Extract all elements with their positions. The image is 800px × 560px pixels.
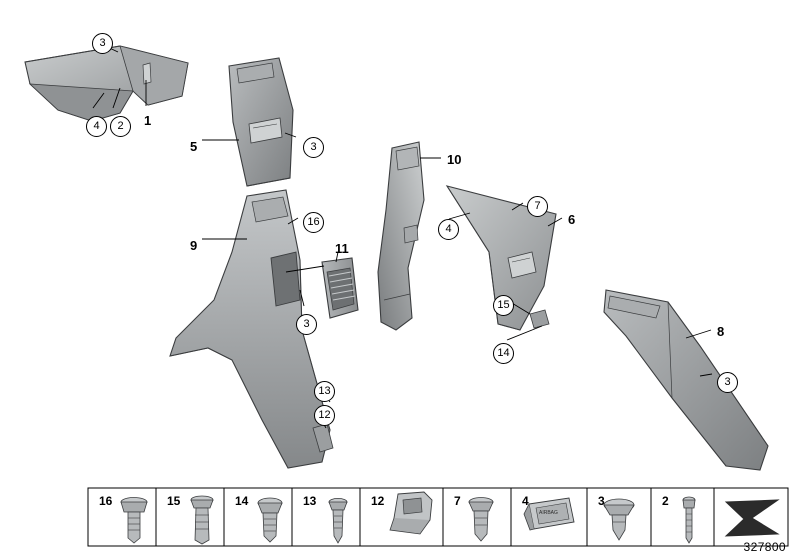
part-c-pillar-trim: [445, 185, 557, 331]
legend-number-16: 16: [99, 494, 113, 508]
callout-label: 14: [497, 347, 510, 359]
callout-15[interactable]: 15: [493, 295, 514, 316]
callout-4-c-pillar[interactable]: 4: [438, 219, 459, 240]
callout-label: 16: [307, 216, 320, 228]
callout-9[interactable]: 9: [190, 238, 198, 253]
legend-number-4: 4: [522, 494, 529, 508]
callout-3-rear-quarter[interactable]: 3: [717, 372, 738, 393]
callout-2-upper-left[interactable]: 2: [110, 116, 131, 137]
callout-10[interactable]: 10: [447, 152, 462, 167]
legend-icon-screw-small: [328, 497, 348, 544]
callout-label: 15: [497, 299, 510, 311]
legend-number-2: 2: [662, 494, 669, 508]
legend-icon-rivet-pin: [468, 497, 494, 542]
legend-icon-long-screw: [682, 496, 696, 544]
part-rear-quarter-trim: [603, 289, 769, 471]
callout-6[interactable]: 6: [568, 212, 576, 227]
callout-16[interactable]: 16: [303, 212, 324, 233]
part-b-pillar-upper: [228, 57, 294, 187]
callout-12[interactable]: 12: [314, 405, 335, 426]
bmw-parts-swoosh-icon: [724, 499, 780, 537]
legend-number-3: 3: [598, 494, 605, 508]
callout-4-upper-left[interactable]: 4: [86, 116, 107, 137]
legend-number-13: 13: [303, 494, 317, 508]
callout-13[interactable]: 13: [314, 381, 335, 402]
legend-number-14: 14: [235, 494, 249, 508]
callout-label: 12: [318, 409, 331, 421]
callout-label: 7: [534, 200, 541, 212]
leader-lines-group-5: [202, 132, 297, 141]
callout-8[interactable]: 8: [717, 324, 725, 339]
callout-label: 3: [310, 141, 317, 153]
callout-label: 3: [724, 376, 731, 388]
legend-strip: [87, 487, 789, 547]
legend-number-12: 12: [371, 494, 385, 508]
callout-label: 4: [93, 120, 100, 132]
airbag-badge-text: AIRBAG: [539, 510, 558, 516]
legend-icon-dome-clip: [603, 498, 635, 541]
callout-7[interactable]: 7: [527, 196, 548, 217]
callout-3-b-pillar-upper[interactable]: 3: [303, 137, 324, 158]
legend-icon-expanding-rivet: [190, 495, 214, 545]
callout-label: 13: [318, 385, 331, 397]
diagram-part-number: 327800: [743, 540, 786, 554]
callout-5[interactable]: 5: [190, 139, 198, 154]
callout-11[interactable]: 11: [335, 241, 349, 256]
part-upper-trim-left: [24, 45, 189, 122]
callout-3-b-pillar-lower[interactable]: 3: [296, 314, 317, 335]
legend-icon-airbag-badge: [523, 497, 575, 531]
part-a-pillar-trim: [377, 141, 425, 331]
legend-number-7: 7: [454, 494, 461, 508]
callout-label: 3: [303, 318, 310, 330]
callout-14[interactable]: 14: [493, 343, 514, 364]
part-b-pillar-lower: [169, 189, 334, 469]
callout-label: 3: [99, 37, 106, 49]
legend-icon-screw-plug-round: [257, 497, 283, 543]
callout-label: 4: [445, 223, 452, 235]
leader-lines-group-11: [285, 251, 339, 273]
legend-icon-screw-plug-wide: [120, 497, 148, 544]
part-speaker-grille: [321, 257, 359, 319]
legend-number-15: 15: [167, 494, 181, 508]
callout-label: 2: [117, 120, 124, 132]
callout-3-upper-left[interactable]: 3: [92, 33, 113, 54]
leader-lines-group-8: [685, 329, 713, 377]
legend-icon-bracket-clip: [389, 491, 433, 535]
callout-1[interactable]: 1: [144, 113, 152, 128]
